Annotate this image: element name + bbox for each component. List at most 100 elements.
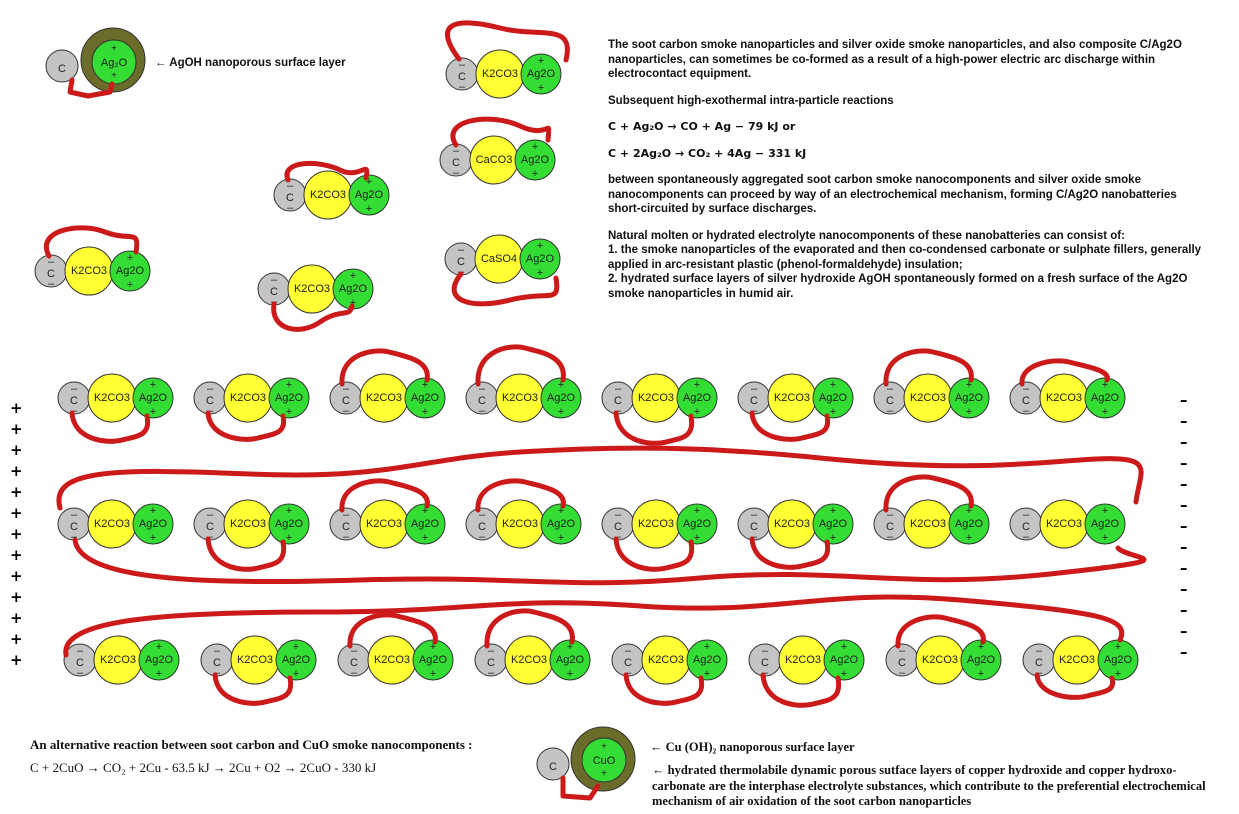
oxide-plus-sign: +	[532, 168, 538, 180]
plus-sign: +	[10, 609, 23, 627]
description-p3: between spontaneously aggregated soot ca…	[608, 174, 1177, 215]
electrolyte-label: K2CO3	[230, 392, 266, 404]
oxide-plus-sign: +	[111, 71, 117, 82]
short-circuit-wire	[44, 225, 140, 259]
carbon-minus-sign: –	[459, 81, 466, 93]
carbon-minus-sign: –	[453, 167, 460, 179]
carbon-minus-sign: –	[1036, 645, 1043, 657]
plus-sign: +	[10, 399, 23, 417]
plus-sign: +	[10, 546, 23, 564]
oxide-plus-sign: +	[694, 532, 700, 544]
carbon-label: C	[213, 657, 221, 669]
oxide-plus-sign: +	[1102, 505, 1108, 517]
silver-oxide-label: Ag2O	[339, 283, 368, 295]
minus-sign: –	[1180, 412, 1188, 430]
oxide-plus-sign: +	[558, 379, 564, 391]
silver-oxide-label: Ag₂O	[101, 57, 128, 69]
electrolyte-label: K2CO3	[482, 68, 518, 80]
carbon-label: C	[47, 268, 55, 280]
electrolyte-label: K2CO3	[638, 518, 674, 530]
silver-oxide-particle	[268, 377, 310, 419]
electrolyte-label: K2CO3	[310, 189, 346, 201]
silver-oxide-particle	[812, 503, 854, 545]
oxide-plus-sign: +	[350, 270, 356, 282]
carbon-minus-sign: –	[77, 667, 84, 679]
silver-oxide-label: Ag2O	[411, 518, 440, 530]
short-circuit-wire	[475, 344, 566, 387]
short-circuit-wire	[67, 77, 115, 99]
short-circuit-wire	[212, 672, 294, 706]
oxide-plus-sign: +	[966, 379, 972, 391]
hydrated-layers-note: ← hydrated thermolabile dynamic porous s…	[652, 763, 1206, 808]
cuoh-annotation: ← Cu (OH)₂ nanoporous surface layer	[650, 740, 855, 754]
carbon-minus-sign: –	[214, 667, 221, 679]
short-circuit-wire	[613, 410, 695, 446]
carbon-minus-sign: –	[751, 383, 758, 395]
oxide-plus-sign: +	[567, 641, 573, 653]
carbon-label: C	[206, 521, 214, 533]
plus-sign: +	[10, 504, 23, 522]
oxide-plus-sign: +	[111, 44, 117, 55]
carbon-particle	[45, 49, 79, 83]
minus-sign: –	[1180, 643, 1188, 661]
electrolyte-label: K2CO3	[910, 392, 946, 404]
carbon-label: C	[549, 761, 557, 773]
silver-oxide-label: Ag2O	[526, 253, 555, 265]
carbon-minus-sign: –	[287, 202, 294, 214]
oxide-plus-sign: +	[841, 668, 847, 680]
silver-oxide-label: Ag2O	[556, 654, 585, 666]
carbon-label: C	[342, 521, 350, 533]
oxide-plus-sign: +	[704, 641, 710, 653]
description-block: The soot carbon smoke nanoparticles and …	[608, 38, 1208, 301]
silver-oxide-label: Ag2O	[547, 518, 576, 530]
silver-oxide-label: Ag2O	[830, 654, 859, 666]
minus-sign: –	[1180, 622, 1188, 640]
carbon-label: C	[1022, 521, 1030, 533]
minus-sign: –	[1180, 433, 1188, 451]
carbon-minus-sign: –	[615, 383, 622, 395]
plus-sign: +	[10, 651, 23, 669]
electrolyte-label: K2CO3	[366, 392, 402, 404]
short-circuit-wire	[284, 160, 370, 183]
silver-oxide-label: Ag2O	[1091, 518, 1120, 530]
oxide-plus-sign: +	[150, 379, 156, 391]
carbon-minus-sign: –	[488, 667, 495, 679]
carbon-label: C	[457, 256, 465, 268]
silver-oxide-label: Ag2O	[819, 518, 848, 530]
carbon-label: C	[458, 71, 466, 83]
oxide-plus-sign: +	[150, 505, 156, 517]
silver-oxide-particle	[514, 139, 556, 181]
electrolyte-label: K2CO3	[1059, 654, 1095, 666]
electrolyte-label: K2CO3	[648, 654, 684, 666]
carbon-minus-sign: –	[207, 383, 214, 395]
oxide-plus-sign: +	[430, 641, 436, 653]
carbon-label: C	[206, 395, 214, 407]
carbon-minus-sign: –	[77, 645, 84, 657]
oxide-plus-sign: +	[156, 668, 162, 680]
description-p4: Natural molten or hydrated electrolyte n…	[608, 229, 1125, 242]
silver-oxide-label: Ag2O	[521, 154, 550, 166]
silver-oxide-label: Ag2O	[139, 518, 168, 530]
oxide-plus-sign: +	[1102, 532, 1108, 544]
silver-oxide-label: Ag2O	[411, 392, 440, 404]
carbon-minus-sign: –	[287, 180, 294, 192]
carbon-label: C	[750, 395, 758, 407]
carbon-minus-sign: –	[453, 145, 460, 157]
carbon-minus-sign: –	[351, 667, 358, 679]
carbon-minus-sign: –	[1023, 531, 1030, 543]
silver-oxide-particle	[275, 639, 317, 681]
silver-oxide-particle	[686, 639, 728, 681]
oxide-plus-sign: +	[422, 406, 428, 418]
short-circuit-wire	[749, 536, 831, 570]
minus-sign: –	[1180, 496, 1188, 514]
carbon-minus-sign: –	[479, 383, 486, 395]
carbon-minus-sign: –	[343, 405, 350, 417]
